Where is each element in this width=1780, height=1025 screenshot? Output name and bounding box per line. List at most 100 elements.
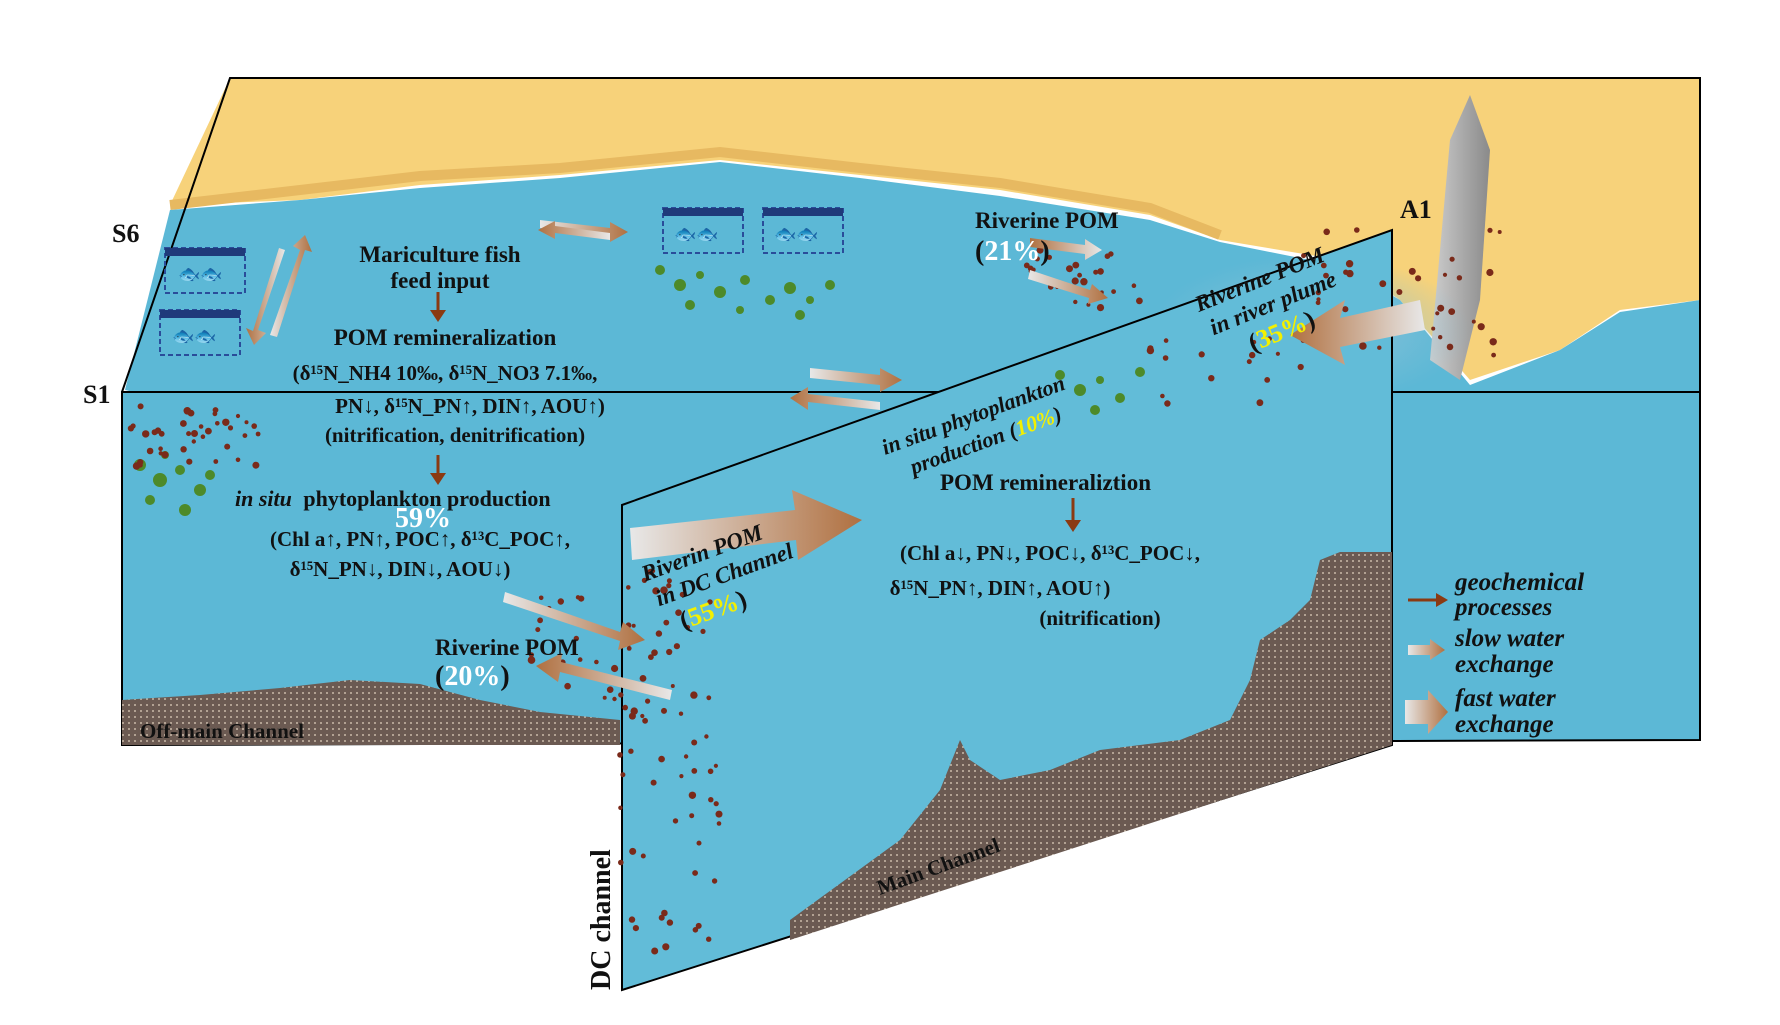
particle-dot — [1320, 262, 1327, 269]
particle-dot — [685, 625, 691, 630]
particle-dot — [198, 424, 204, 429]
particle-dot — [713, 801, 719, 807]
main-remin-title: POM remineraliztion — [940, 470, 1151, 495]
particle-dot — [1359, 342, 1367, 350]
slow-arrow-offmain-1 — [503, 592, 645, 650]
particle-dot — [158, 446, 163, 452]
legend-fast-1: fast water — [1455, 685, 1556, 712]
particle-dot — [251, 423, 257, 429]
particle-dot — [1066, 265, 1073, 273]
particle-dot — [1477, 323, 1485, 331]
particle-dot — [1198, 351, 1205, 358]
particle-dot — [1256, 399, 1264, 407]
particle-dot — [1446, 343, 1454, 351]
particle-dot — [1080, 278, 1088, 286]
particle-dot — [1163, 338, 1169, 343]
sand-rim — [169, 146, 1222, 240]
particle-dot — [651, 649, 658, 656]
svg-text:🐟🐟: 🐟🐟 — [674, 224, 719, 245]
legend-slow-2: exchange — [1455, 651, 1554, 678]
particle-dot — [127, 425, 134, 432]
particle-dot — [618, 805, 623, 810]
particle-dot — [1136, 297, 1143, 305]
slow-exchange-arrows — [246, 220, 1108, 700]
particle-dot — [632, 925, 640, 932]
particle-dot — [640, 853, 646, 859]
particle-dot — [1073, 299, 1078, 305]
particle-dot — [666, 578, 672, 584]
particle-dot — [708, 797, 714, 803]
fish-cage-3: 🐟🐟 — [662, 207, 744, 254]
particle-dot — [244, 420, 249, 425]
particle-dot — [1246, 359, 1252, 365]
particle-dot — [642, 717, 648, 724]
particle-dot — [154, 427, 162, 434]
particle-dot — [1093, 269, 1099, 275]
legend-geochem-2: processes — [1453, 594, 1552, 621]
main-channel-sediment — [790, 552, 1392, 940]
particle-dot — [146, 447, 154, 455]
svg-text:🐟🐟: 🐟🐟 — [774, 224, 819, 245]
insitu-offmain-title: in situ phytoplankton production — [235, 486, 551, 511]
remin-line3: (nitrification, denitrification) — [325, 423, 585, 447]
slow-arrow-r1 — [1030, 238, 1102, 260]
particle-dot — [227, 425, 234, 431]
particle-dot — [689, 813, 695, 819]
particle-dot — [700, 628, 706, 635]
particle-dot — [611, 664, 619, 673]
particle-dot — [1072, 261, 1080, 269]
off-main-channel-label: Off-main Channel — [140, 719, 304, 743]
particle-dot — [707, 599, 713, 605]
particle-dot — [1442, 272, 1448, 277]
legend-fast-2: exchange — [1455, 711, 1554, 738]
particle-dot — [1208, 375, 1215, 382]
dc-channel-label: DC channel — [586, 849, 617, 990]
particle-dot — [222, 418, 230, 426]
particle-dot — [645, 698, 651, 704]
main-process-line3: (nitrification) — [1039, 606, 1160, 630]
particle-dot — [652, 587, 660, 595]
particle-dot — [663, 619, 670, 626]
station-a1: A1 — [1400, 195, 1432, 224]
riverine-offmain-label: Riverine POM — [435, 635, 579, 660]
insitu-offmain-line2: (Chl a↑, PN↑, POC↑, δ¹³C_POC↑, — [270, 527, 570, 551]
particle-dot — [1251, 339, 1257, 345]
particle-dot — [690, 691, 698, 699]
particle-dot — [1497, 230, 1502, 234]
fish-cage-4: 🐟🐟 — [762, 207, 844, 254]
particle-dot — [1342, 306, 1349, 313]
particle-dot — [675, 609, 682, 616]
particle-dot — [557, 598, 564, 605]
particle-dot — [191, 430, 198, 437]
particle-dot — [1131, 283, 1137, 289]
particle-dot — [713, 763, 719, 768]
particle-dot — [670, 684, 675, 688]
particle-dot — [1264, 377, 1271, 383]
particle-dot — [1316, 297, 1321, 302]
particle-dot — [255, 431, 261, 437]
particle-dot — [186, 458, 193, 465]
fish-cage-2: 🐟🐟 — [159, 309, 241, 356]
particle-dot — [180, 420, 187, 427]
particle-dot — [1345, 260, 1354, 268]
particle-dot — [142, 430, 150, 438]
particle-dot — [186, 431, 192, 437]
particle-dot — [1438, 335, 1443, 340]
remin-title: POM remineralization — [334, 325, 557, 350]
fish-cage-1: 🐟🐟 — [164, 247, 246, 294]
particle-dot — [161, 451, 169, 459]
particle-dot — [538, 595, 544, 601]
particle-dot — [1071, 277, 1079, 285]
particle-dot — [648, 654, 654, 660]
particle-dot — [191, 439, 196, 444]
particle-dot — [252, 461, 260, 469]
main-process-line2: δ¹⁵N_PN↑, DIN↑, AOU↑) — [890, 576, 1111, 600]
particle-dot — [1077, 272, 1082, 278]
particle-dot — [631, 623, 636, 628]
mariculture-title-1: Mariculture fish — [359, 242, 520, 267]
legend: geochemical processes slow water exchang… — [1405, 569, 1584, 738]
particle-dot — [661, 707, 667, 714]
particle-dot — [1096, 304, 1105, 312]
svg-text:🐟🐟: 🐟🐟 — [178, 264, 223, 285]
